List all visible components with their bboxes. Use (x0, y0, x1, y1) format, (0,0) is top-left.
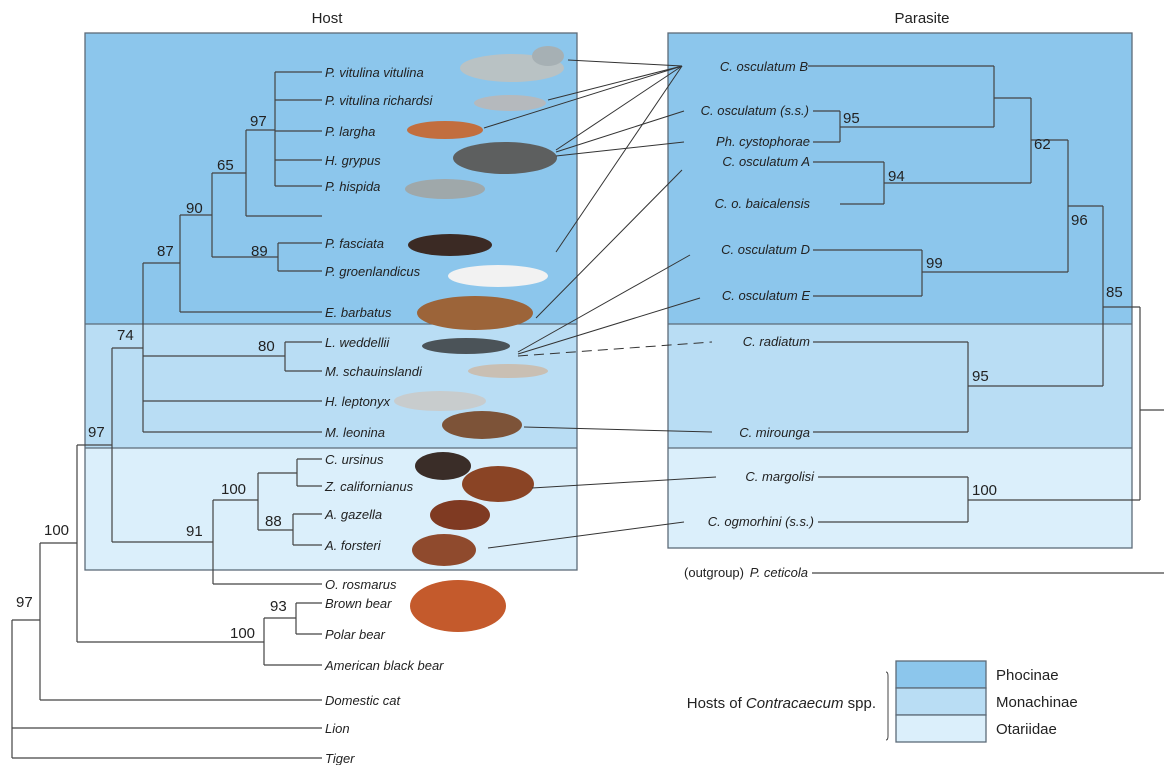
legend-item-phocinae: Phocinae (996, 667, 1059, 684)
seal-illustration (415, 452, 471, 480)
host-label: M. leonina (325, 425, 385, 440)
host-label: E. barbatus (325, 305, 392, 320)
seal-illustration (407, 121, 483, 139)
host-label: American black bear (324, 658, 444, 673)
host-label: L. weddellii (325, 335, 390, 350)
legend-swatch-monachinae (896, 688, 986, 715)
seal-illustration (422, 338, 510, 354)
walrus-illustration (410, 580, 506, 632)
bootstrap-value: 100 (221, 481, 246, 498)
seal-illustration (468, 364, 548, 378)
legend-bracket (886, 672, 888, 740)
parasite-header: Parasite (894, 10, 949, 27)
bootstrap-value: 80 (258, 338, 275, 355)
legend-title-prefix: Hosts of (687, 695, 746, 712)
legend-item-otariidae: Otariidae (996, 721, 1057, 738)
bootstrap-value: 97 (250, 113, 267, 130)
bootstrap-value: 97 (16, 594, 33, 611)
seal-illustration (474, 95, 546, 111)
legend: Hosts of Contracaecum spp. Phocinae Mona… (687, 661, 1078, 742)
parasite-label: C. ogmorhini (s.s.) (708, 514, 814, 529)
seal-illustration (448, 265, 548, 287)
parasite-label: C. osculatum D (721, 242, 810, 257)
legend-swatch-phocinae (896, 661, 986, 688)
bootstrap-value: 97 (88, 424, 105, 441)
bootstrap-value: 90 (186, 200, 203, 217)
bootstrap-value: 91 (186, 523, 203, 540)
seal-illustration (462, 466, 534, 502)
host-label: H. grypus (325, 153, 381, 168)
parasite-label: C. osculatum A (722, 154, 810, 169)
host-label: A. gazella (324, 507, 382, 522)
bootstrap-value: 95 (843, 110, 860, 127)
seal-illustration (412, 534, 476, 566)
bootstrap-value: 85 (1106, 284, 1123, 301)
bootstrap-value: 100 (972, 482, 997, 499)
seal-illustration (430, 500, 490, 530)
parasite-label: P. ceticola (750, 565, 808, 580)
bootstrap-value: 94 (888, 168, 905, 185)
bootstrap-value: 62 (1034, 136, 1051, 153)
seal-illustration (442, 411, 522, 439)
host-label: P. vitulina richardsi (325, 93, 434, 108)
host-label: Lion (325, 721, 350, 736)
outgroup-prefix: (outgroup) (684, 565, 744, 580)
seal-illustration (405, 179, 485, 199)
host-label: P. largha (325, 124, 375, 139)
host-label: M. schauinslandi (325, 364, 423, 379)
host-label: Polar bear (325, 627, 386, 642)
parasite-otariidae-region (668, 448, 1132, 548)
host-label: P. hispida (325, 179, 380, 194)
host-label: Brown bear (325, 596, 392, 611)
bootstrap-value: 65 (217, 157, 234, 174)
legend-title: Hosts of Contracaecum spp. (687, 695, 876, 712)
bootstrap-value: 88 (265, 513, 282, 530)
parasite-label: C. o. baicalensis (715, 196, 811, 211)
host-label: Tiger (325, 751, 355, 765)
host-label: P. groenlandicus (325, 264, 421, 279)
bootstrap-value: 99 (926, 255, 943, 272)
bootstrap-value: 89 (251, 243, 268, 260)
parasite-label: C. mirounga (739, 425, 810, 440)
parasite-label: C. osculatum (s.s.) (701, 103, 809, 118)
host-label: P. fasciata (325, 236, 384, 251)
legend-title-suffix: spp. (843, 695, 876, 712)
bootstrap-value: 93 (270, 598, 287, 615)
parasite-label: C. margolisi (745, 469, 815, 484)
seal-illustration (394, 391, 486, 411)
host-label: Z. californianus (324, 479, 414, 494)
seal-illustration (417, 296, 533, 330)
seal-illustration (453, 142, 557, 174)
host-label: H. leptonyx (325, 394, 391, 409)
bootstrap-value: 95 (972, 368, 989, 385)
host-label: Domestic cat (325, 693, 402, 708)
seal-illustration (532, 46, 564, 66)
bootstrap-value: 87 (157, 243, 174, 260)
bootstrap-value: 100 (44, 522, 69, 539)
legend-swatch-otariidae (896, 715, 986, 742)
legend-title-genus: Contracaecum (746, 695, 844, 712)
parasite-label: Ph. cystophorae (716, 134, 810, 149)
host-label: A. forsteri (324, 538, 382, 553)
seal-illustration (408, 234, 492, 256)
host-label: O. rosmarus (325, 577, 397, 592)
parasite-label: C. osculatum B (720, 59, 808, 74)
parasite-label: C. osculatum E (722, 288, 810, 303)
host-label: C. ursinus (325, 452, 384, 467)
host-header: Host (312, 10, 344, 27)
legend-item-monachinae: Monachinae (996, 694, 1078, 711)
host-label: P. vitulina vitulina (325, 65, 424, 80)
bootstrap-value: 74 (117, 327, 134, 344)
parasite-label: C. radiatum (743, 334, 810, 349)
bootstrap-value: 96 (1071, 212, 1088, 229)
bootstrap-value: 100 (230, 625, 255, 642)
